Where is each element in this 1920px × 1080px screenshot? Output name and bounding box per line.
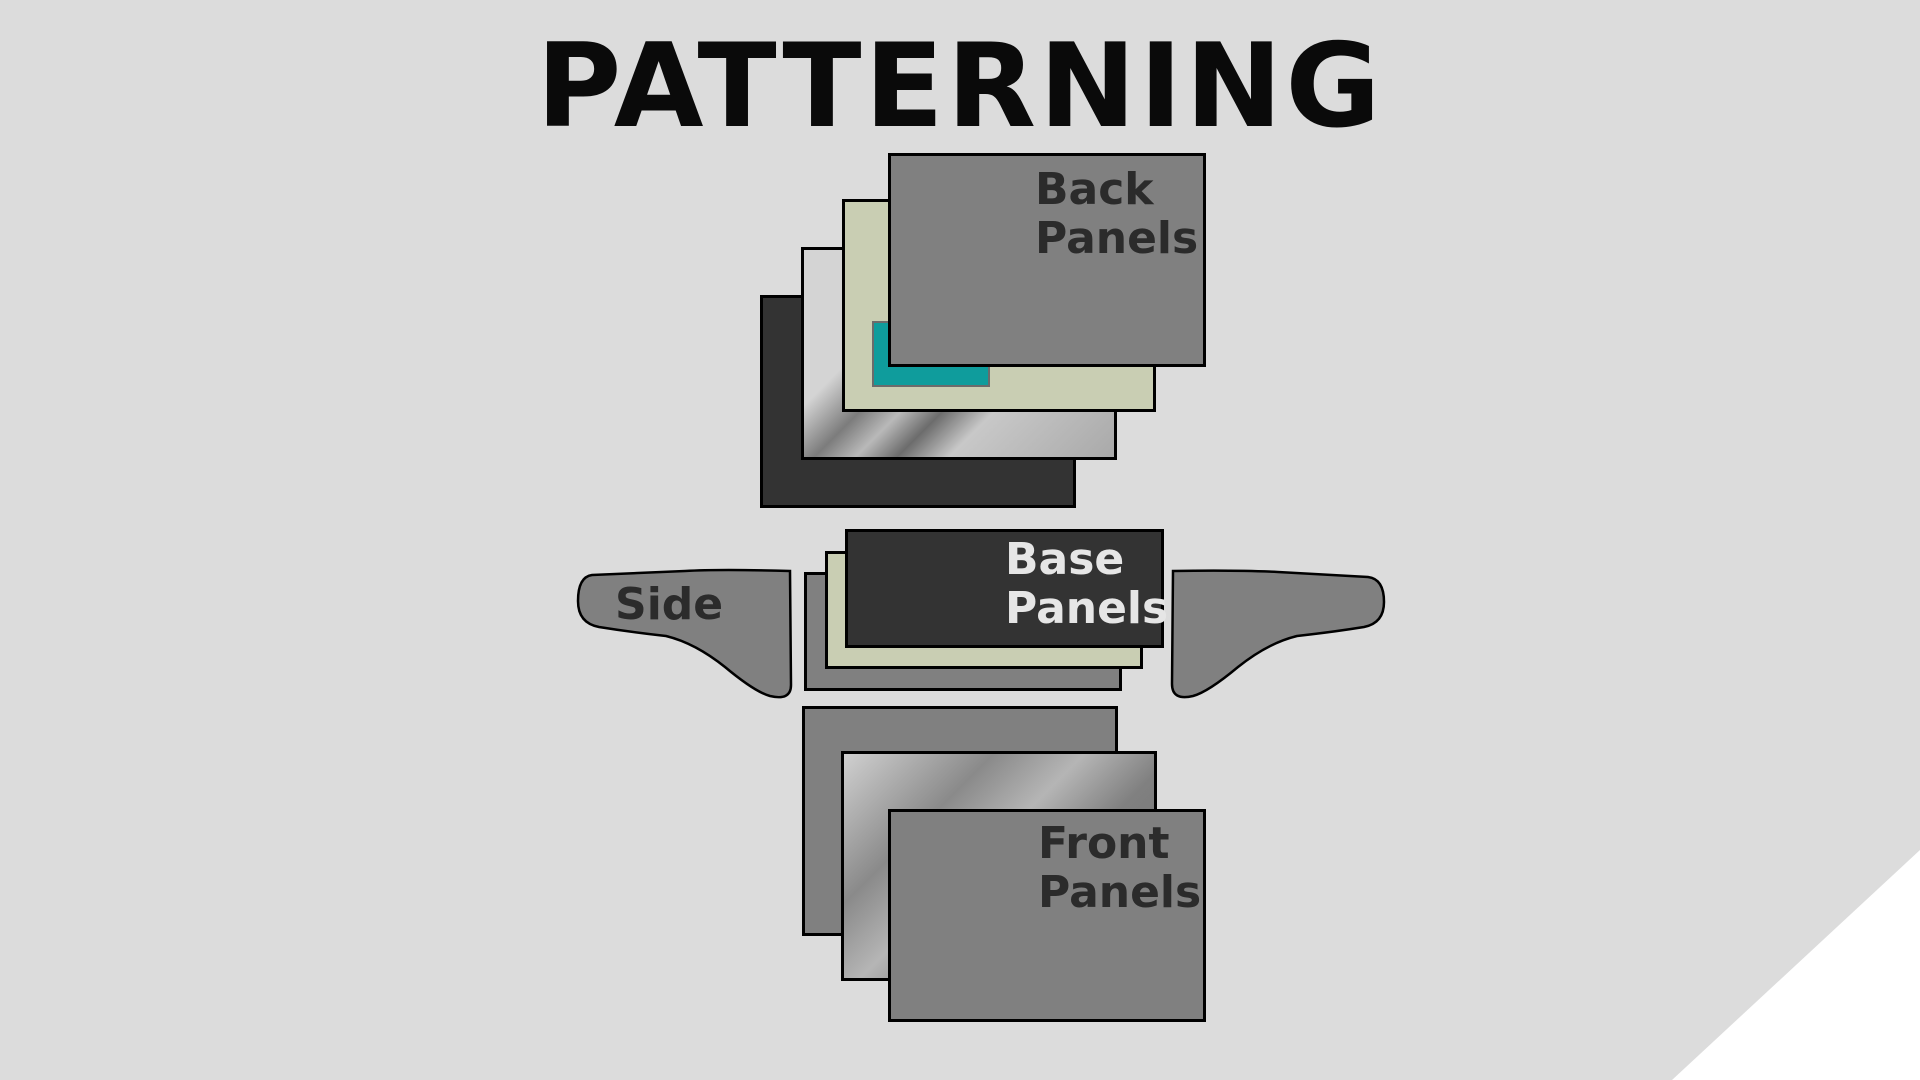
base-panels-label: Base Panels <box>1005 534 1169 634</box>
base-panel-dark <box>845 529 1164 648</box>
back-panel-top <box>888 153 1206 367</box>
page-title: PATTERNING <box>536 19 1384 154</box>
front-panel-top <box>888 809 1206 1022</box>
side-label: Side <box>615 579 724 630</box>
side-piece-left <box>576 568 793 699</box>
side-piece-right <box>1170 569 1386 699</box>
back-panels-label: Back Panels <box>1035 164 1199 264</box>
front-panels-label: Front Panels <box>1038 818 1202 918</box>
